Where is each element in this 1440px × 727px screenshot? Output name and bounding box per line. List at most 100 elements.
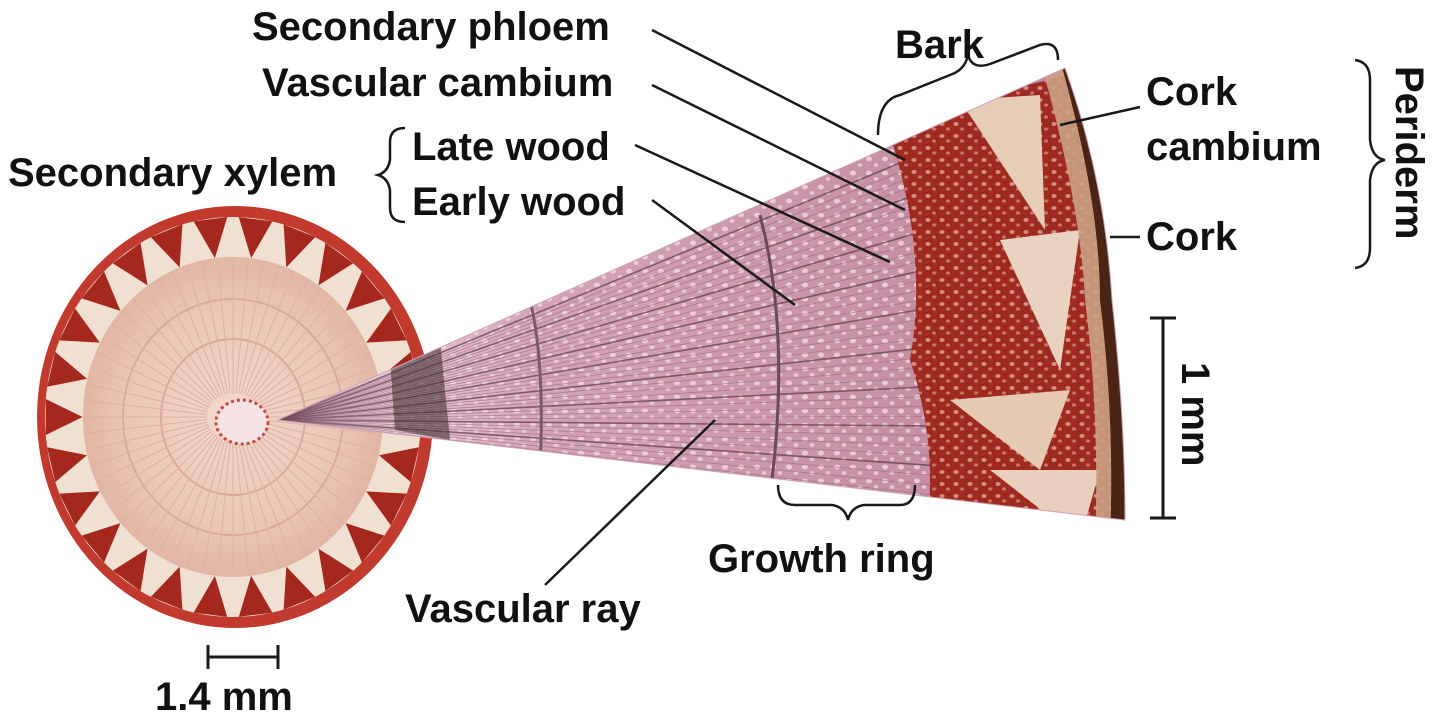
disc-phloem-wedge bbox=[318, 548, 354, 592]
disc-phloem-wedge bbox=[238, 575, 273, 617]
disc-ray-line bbox=[243, 438, 295, 564]
label-cork: Cork bbox=[1146, 215, 1238, 259]
disc-phloem-wedge bbox=[81, 523, 121, 563]
disc-phloem-wedge bbox=[47, 447, 87, 483]
disc-ray-line bbox=[237, 260, 265, 394]
label-early-wood: Early wood bbox=[412, 180, 625, 224]
disc-ray-line bbox=[201, 440, 229, 574]
disc-phloem-wedge bbox=[59, 491, 100, 526]
disc-ray-line bbox=[240, 264, 280, 395]
disc-ray-line bbox=[250, 297, 334, 400]
label-late-wood: Late wood bbox=[412, 125, 610, 169]
disc-phloem-wedge bbox=[345, 271, 385, 311]
disc-pith bbox=[214, 398, 270, 446]
label-secondary-xylem: Secondary xylem bbox=[8, 151, 337, 195]
label-cork-cambium-line1: Cork bbox=[1146, 70, 1238, 114]
disc-ray-line bbox=[247, 287, 322, 398]
disc-ray-line bbox=[132, 297, 216, 400]
secondary-xylem-bracket bbox=[373, 126, 406, 224]
disc-phloem-wedge bbox=[47, 351, 87, 387]
leader-lines bbox=[544, 28, 1141, 586]
disc-ray-line bbox=[237, 440, 265, 574]
disc-ray-line bbox=[251, 432, 345, 525]
disc-phloem-wedge bbox=[81, 271, 121, 311]
disc-phloem-wedge bbox=[150, 224, 183, 268]
disc-ray-line bbox=[171, 270, 223, 396]
disc-ray-line bbox=[256, 426, 371, 483]
leader-secondary-phloem bbox=[651, 28, 906, 162]
disc-ray-line bbox=[251, 309, 345, 402]
disc-ray-line bbox=[253, 322, 355, 404]
disc-ray-line bbox=[86, 421, 208, 451]
disc-phloem-wedge bbox=[45, 399, 83, 435]
disc-phloem-wedge bbox=[379, 447, 419, 483]
label-secondary-phloem: Secondary phloem bbox=[252, 5, 610, 49]
growth-ring-bracket bbox=[776, 484, 917, 521]
disc-phloem-wedge bbox=[150, 566, 183, 610]
disc-phloem-wedge bbox=[193, 575, 228, 617]
disc-ray-line bbox=[256, 351, 371, 408]
disc-phloem-wedge bbox=[283, 224, 316, 268]
disc-ray-line bbox=[257, 423, 376, 467]
disc-ray-line bbox=[132, 434, 216, 537]
disc-ray-line bbox=[157, 437, 221, 556]
disc-ray-line bbox=[258, 419, 383, 435]
disc-ray-line bbox=[235, 257, 250, 394]
disc-ray-line bbox=[102, 336, 211, 406]
disc-ray-line bbox=[102, 428, 211, 498]
disc-ray-line bbox=[216, 440, 231, 577]
disc-ray-line bbox=[90, 423, 209, 467]
disc-ray-line bbox=[157, 278, 221, 397]
disc-ray-line bbox=[83, 419, 208, 435]
stem-cross-section bbox=[37, 206, 433, 628]
label-vascular-ray: Vascular ray bbox=[405, 587, 641, 631]
disc-ray-line bbox=[201, 260, 229, 394]
disc-ray-line bbox=[247, 436, 322, 547]
disc-ray-line bbox=[111, 430, 213, 512]
disc-ray-line bbox=[95, 426, 210, 483]
disc-ray-line bbox=[258, 421, 380, 451]
disc-phloem-wedge bbox=[318, 242, 354, 286]
label-cork-cambium-line2: cambium bbox=[1146, 125, 1322, 169]
disc-rays bbox=[83, 257, 383, 577]
disc-phloem-wedge bbox=[112, 242, 148, 286]
disc-ray-line bbox=[121, 432, 215, 525]
disc-phloem-wedge bbox=[59, 308, 100, 343]
disc-ray-line bbox=[245, 278, 309, 397]
leader-vascular-ray bbox=[544, 419, 716, 586]
disc-ray-line bbox=[171, 438, 223, 564]
label-periderm: Periderm bbox=[1387, 66, 1431, 239]
leader-early-wood bbox=[651, 198, 796, 307]
disc-ray-line bbox=[250, 434, 334, 537]
label-scale-small: 1.4 mm bbox=[155, 675, 293, 719]
disc-phloem-wedge bbox=[283, 566, 316, 610]
leader-cork-cambium bbox=[1059, 105, 1141, 127]
disc-ray-line bbox=[121, 309, 215, 402]
disc-ray-line bbox=[144, 436, 219, 547]
label-vascular-cambium: Vascular cambium bbox=[262, 61, 613, 105]
disc-ray-line bbox=[95, 351, 210, 408]
disc-ray-line bbox=[257, 367, 376, 411]
disc-ray-line bbox=[253, 430, 355, 512]
disc-phloem-wedge bbox=[366, 491, 407, 526]
disc-phloem-wedges bbox=[45, 217, 421, 617]
disc-phloem-wedge bbox=[345, 523, 385, 563]
disc-ray-line bbox=[86, 383, 208, 413]
disc-ray-line bbox=[216, 257, 231, 394]
disc-ray-line bbox=[255, 428, 364, 498]
disc-ray-line bbox=[144, 287, 219, 398]
disc-ray-line bbox=[245, 437, 309, 556]
disc-ray-line bbox=[111, 322, 213, 404]
bark-bracket bbox=[876, 42, 1060, 136]
leader-late-wood bbox=[634, 143, 891, 264]
disc-ray-line bbox=[90, 367, 209, 411]
disc-ray-line bbox=[83, 399, 208, 415]
leader-vascular-cambium bbox=[651, 83, 906, 212]
disc-ray-line bbox=[243, 270, 295, 396]
disc-phloem-wedge bbox=[112, 548, 148, 592]
disc-phloem-wedge bbox=[193, 217, 228, 259]
disc-phloem-wedge bbox=[238, 217, 273, 259]
label-scale-large: 1 mm bbox=[1173, 362, 1217, 467]
